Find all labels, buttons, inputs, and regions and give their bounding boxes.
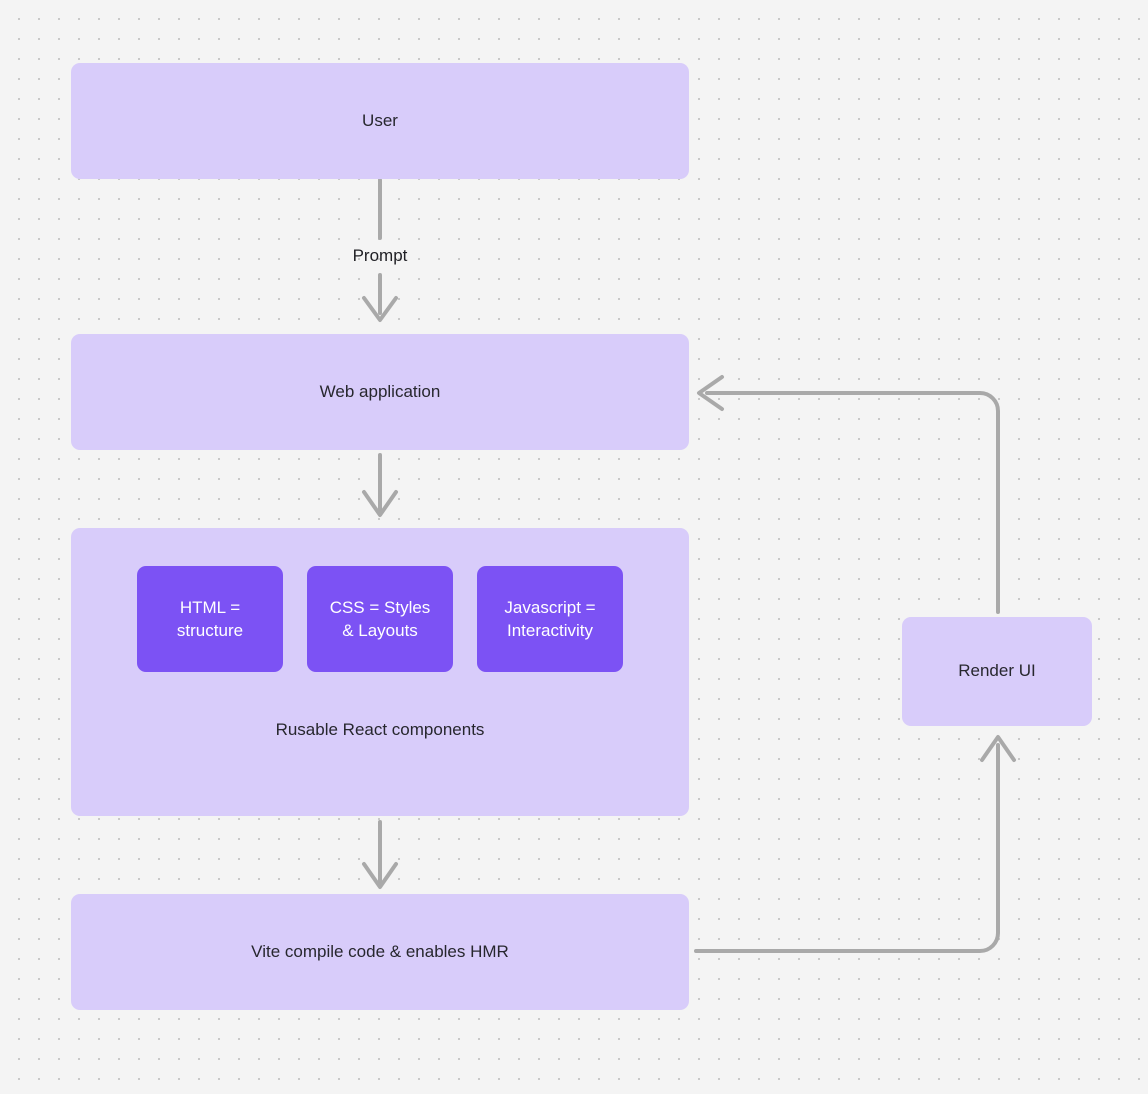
node-render-ui[interactable]: Render UI (902, 617, 1092, 726)
edge-web-application-to-react-group (362, 453, 398, 517)
node-render-ui-label: Render UI (958, 661, 1036, 681)
node-react-group-label: Rusable React components (275, 720, 485, 739)
edge-react-group-to-vite (362, 820, 398, 889)
edge-render-ui-to-web-application (697, 375, 1000, 614)
node-web-application[interactable]: Web application (71, 334, 689, 450)
chip-javascript[interactable]: Javascript = Interactivity (477, 566, 623, 672)
chip-css[interactable]: CSS = Styles & Layouts (307, 566, 453, 672)
node-vite-label: Vite compile code & enables HMR (251, 941, 509, 961)
node-vite[interactable]: Vite compile code & enables HMR (71, 894, 689, 1010)
chip-javascript-label: Javascript = Interactivity (504, 597, 596, 640)
node-user[interactable]: User (71, 63, 689, 179)
edge-vite-to-render-ui (694, 735, 1016, 953)
node-react-group[interactable]: HTML = structure CSS = Styles & Layouts … (71, 528, 689, 816)
chip-html[interactable]: HTML = structure (137, 566, 283, 672)
node-user-label: User (362, 110, 398, 130)
chip-html-label: HTML = structure (176, 597, 244, 640)
chip-css-label: CSS = Styles & Layouts (329, 597, 431, 640)
edge-label-prompt: Prompt (352, 246, 408, 265)
node-web-application-label: Web application (319, 381, 441, 401)
